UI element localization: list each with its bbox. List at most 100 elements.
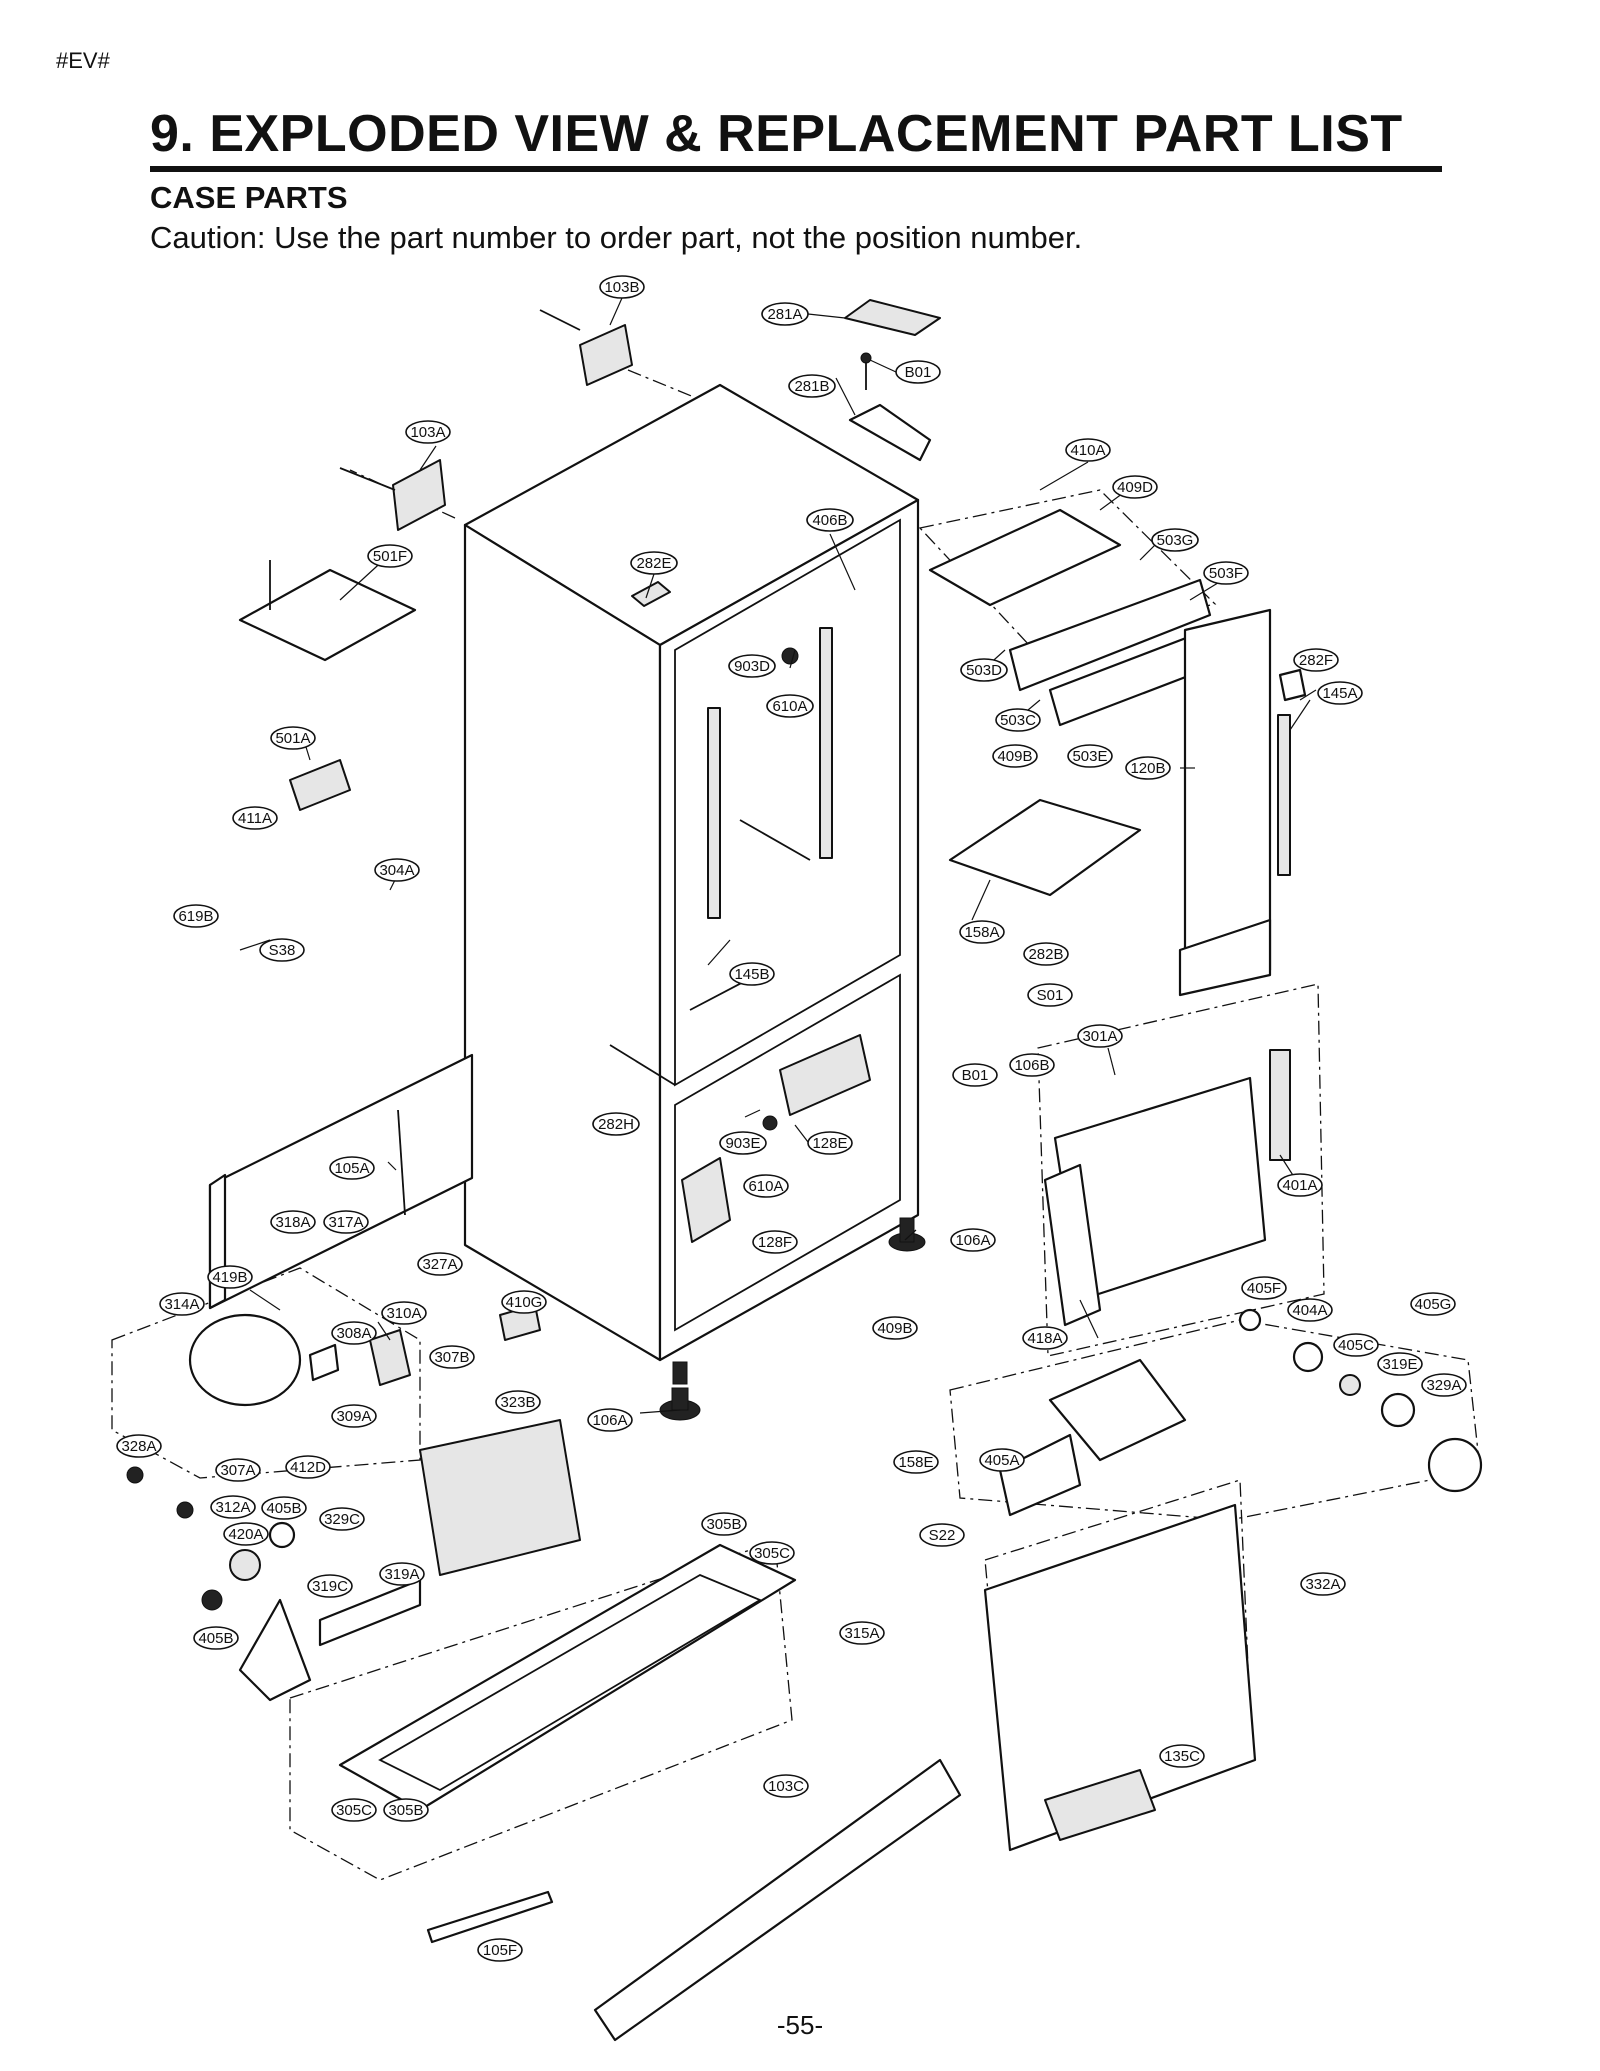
label-412d: 412D: [285, 1455, 331, 1479]
svg-text:317A: 317A: [328, 1214, 363, 1231]
svg-text:304A: 304A: [379, 862, 414, 879]
svg-text:282H: 282H: [598, 1116, 634, 1133]
svg-text:610A: 610A: [748, 1178, 783, 1195]
page-title: 9. EXPLODED VIEW & REPLACEMENT PART LIST: [150, 105, 1403, 163]
svg-text:282F: 282F: [1299, 652, 1333, 669]
label-610a-upper: 610A: [766, 694, 814, 718]
svg-text:312A: 312A: [215, 1499, 250, 1516]
label-315a: 315A: [839, 1621, 885, 1645]
svg-text:503E: 503E: [1072, 748, 1107, 765]
label-282h: 282H: [592, 1112, 640, 1136]
label-405a: 405A: [979, 1448, 1025, 1472]
label-503e: 503E: [1067, 744, 1113, 768]
label-419b: 419B: [207, 1265, 253, 1289]
label-503g: 503G: [1151, 528, 1199, 552]
label-128e: 128E: [807, 1131, 853, 1155]
label-106a-bottom: 106A: [587, 1408, 633, 1432]
svg-text:401A: 401A: [1282, 1177, 1317, 1194]
label-317a: 317A: [323, 1210, 369, 1234]
lamp-control-assembly: [928, 508, 1307, 997]
label-903d: 903D: [728, 654, 776, 678]
label-329a: 329A: [1421, 1373, 1467, 1397]
svg-text:503C: 503C: [1000, 712, 1036, 729]
label-405f: 405F: [1241, 1276, 1287, 1300]
label-503f: 503F: [1203, 561, 1249, 585]
svg-text:619B: 619B: [178, 908, 213, 925]
label-106b: 106B: [1009, 1053, 1055, 1077]
label-420a: 420A: [223, 1522, 269, 1546]
top-parts: [238, 299, 941, 811]
label-409b-upper: 409B: [992, 744, 1038, 768]
label-305c-top: 305C: [749, 1541, 795, 1565]
label-105a: 105A: [329, 1156, 375, 1180]
label-501f: 501F: [367, 544, 413, 568]
svg-text:412D: 412D: [290, 1459, 326, 1476]
label-409b-lower: 409B: [872, 1316, 918, 1340]
label-405b-bottom: 405B: [193, 1626, 239, 1650]
svg-text:120B: 120B: [1130, 760, 1165, 777]
label-323b: 323B: [495, 1390, 541, 1414]
svg-text:318A: 318A: [275, 1214, 310, 1231]
label-329c: 329C: [319, 1507, 365, 1531]
svg-text:903E: 903E: [725, 1135, 760, 1152]
label-305b-bottom: 305B: [383, 1798, 429, 1822]
svg-text:410G: 410G: [506, 1294, 543, 1311]
label-503c: 503C: [995, 708, 1041, 732]
label-903e: 903E: [719, 1131, 767, 1155]
label-501a: 501A: [270, 726, 316, 750]
svg-text:145B: 145B: [734, 966, 769, 983]
label-405b-top: 405B: [261, 1496, 307, 1520]
label-410a: 410A: [1065, 438, 1111, 462]
svg-text:328A: 328A: [121, 1438, 156, 1455]
svg-text:105F: 105F: [483, 1942, 517, 1959]
svg-text:S01: S01: [1037, 987, 1064, 1004]
label-282b: 282B: [1023, 942, 1069, 966]
svg-text:329C: 329C: [324, 1511, 360, 1528]
label-401a: 401A: [1277, 1173, 1323, 1197]
label-103a: 103A: [405, 420, 451, 444]
svg-text:281A: 281A: [767, 306, 802, 323]
svg-text:503F: 503F: [1209, 565, 1243, 582]
svg-text:405A: 405A: [984, 1452, 1019, 1469]
label-327a: 327A: [417, 1252, 463, 1276]
svg-text:329A: 329A: [1426, 1377, 1461, 1394]
svg-text:282B: 282B: [1028, 946, 1063, 963]
svg-text:282E: 282E: [636, 555, 671, 572]
label-282e: 282E: [630, 551, 678, 575]
svg-text:410A: 410A: [1070, 442, 1105, 459]
label-106a-right: 106A: [950, 1228, 996, 1252]
svg-text:418A: 418A: [1027, 1330, 1062, 1347]
label-405g: 405G: [1410, 1292, 1456, 1316]
svg-text:106B: 106B: [1014, 1057, 1049, 1074]
label-619b: 619B: [173, 904, 219, 928]
label-503d: 503D: [960, 658, 1008, 682]
svg-text:145A: 145A: [1322, 685, 1357, 702]
svg-text:903D: 903D: [734, 658, 770, 675]
svg-text:501A: 501A: [275, 730, 310, 747]
label-305c-bottom: 305C: [331, 1798, 377, 1822]
section-subtitle: CASE PARTS: [150, 180, 348, 215]
label-s22: S22: [919, 1523, 965, 1547]
svg-text:420A: 420A: [228, 1526, 263, 1543]
part-labels: 103B 281A B01 281B 103A 410A 409D 406B 5…: [116, 275, 1467, 1962]
label-145b: 145B: [729, 962, 775, 986]
label-307a: 307A: [215, 1458, 261, 1482]
svg-text:409B: 409B: [877, 1320, 912, 1337]
svg-text:305C: 305C: [336, 1802, 372, 1819]
label-610a-lower: 610A: [743, 1174, 789, 1198]
label-405c: 405C: [1333, 1333, 1379, 1357]
svg-text:158E: 158E: [898, 1454, 933, 1471]
svg-text:S22: S22: [929, 1527, 956, 1544]
svg-text:305C: 305C: [754, 1545, 790, 1562]
label-b01-top: B01: [895, 360, 941, 384]
label-s01: S01: [1027, 983, 1073, 1007]
label-s38: S38: [259, 938, 305, 962]
svg-text:323B: 323B: [500, 1394, 535, 1411]
svg-text:307A: 307A: [220, 1462, 255, 1479]
svg-text:327A: 327A: [422, 1256, 457, 1273]
label-310a: 310A: [381, 1301, 427, 1325]
svg-text:503G: 503G: [1157, 532, 1194, 549]
svg-text:105A: 105A: [334, 1160, 369, 1177]
svg-text:405F: 405F: [1247, 1280, 1281, 1297]
